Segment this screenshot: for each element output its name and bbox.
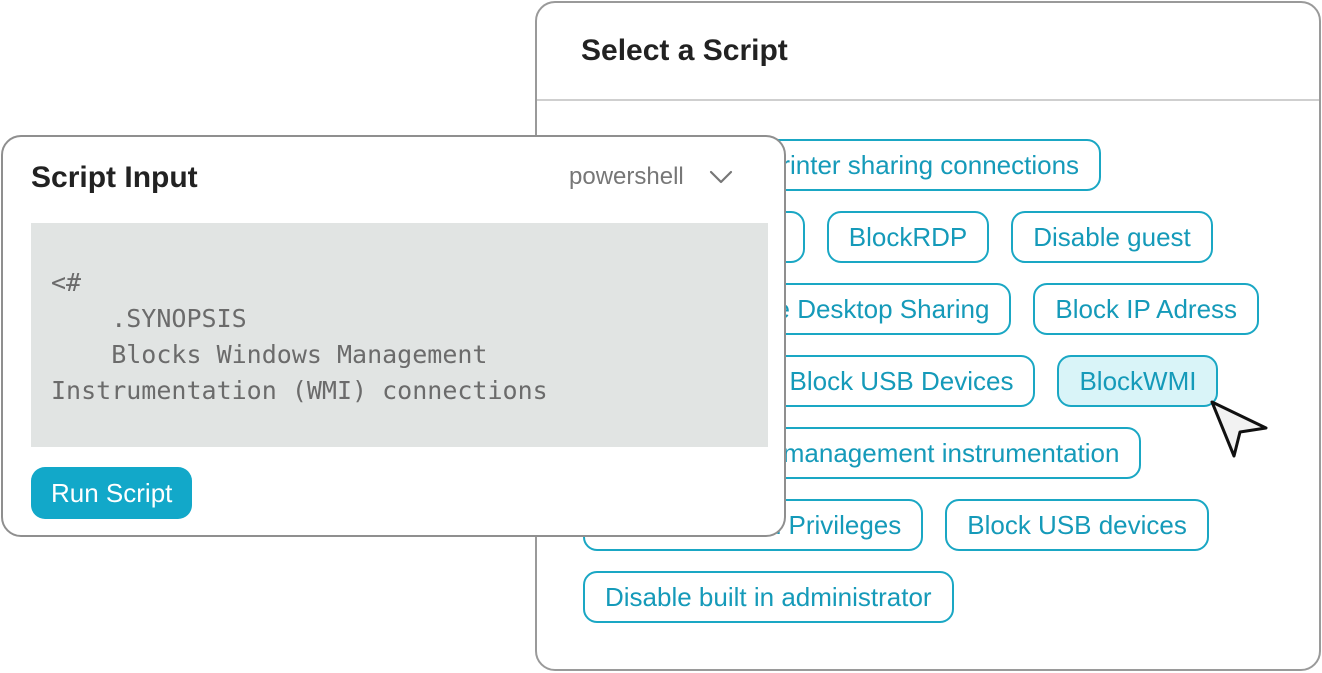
select-script-header: Select a Script <box>537 3 1319 101</box>
script-chip[interactable]: Disable guest <box>1011 211 1213 263</box>
script-chip[interactable]: Block USB devices <box>945 499 1209 551</box>
script-chip[interactable]: Block USB Devices <box>767 355 1036 407</box>
chevron-down-icon <box>709 170 732 184</box>
script-chip[interactable]: Block IP Adress <box>1033 283 1260 335</box>
script-input-panel: Script Input powershell <# .SYNOPSIS Blo… <box>1 135 786 537</box>
chip-row: Disable built in administrator <box>583 571 1283 623</box>
run-script-button[interactable]: Run Script <box>31 467 193 519</box>
language-select-value: powershell <box>569 163 684 190</box>
script-chip-selected[interactable]: BlockWMI <box>1057 355 1219 407</box>
script-chip[interactable]: BlockRDP <box>826 211 990 263</box>
script-input-title: Script Input <box>31 161 198 194</box>
language-select[interactable]: powershell <box>569 163 734 191</box>
script-code-editor[interactable]: <# .SYNOPSIS Blocks Windows Management I… <box>31 223 768 447</box>
script-chip[interactable]: Disable built in administrator <box>583 571 954 623</box>
select-script-title: Select a Script <box>581 34 788 67</box>
mouse-pointer-icon <box>1210 400 1268 458</box>
